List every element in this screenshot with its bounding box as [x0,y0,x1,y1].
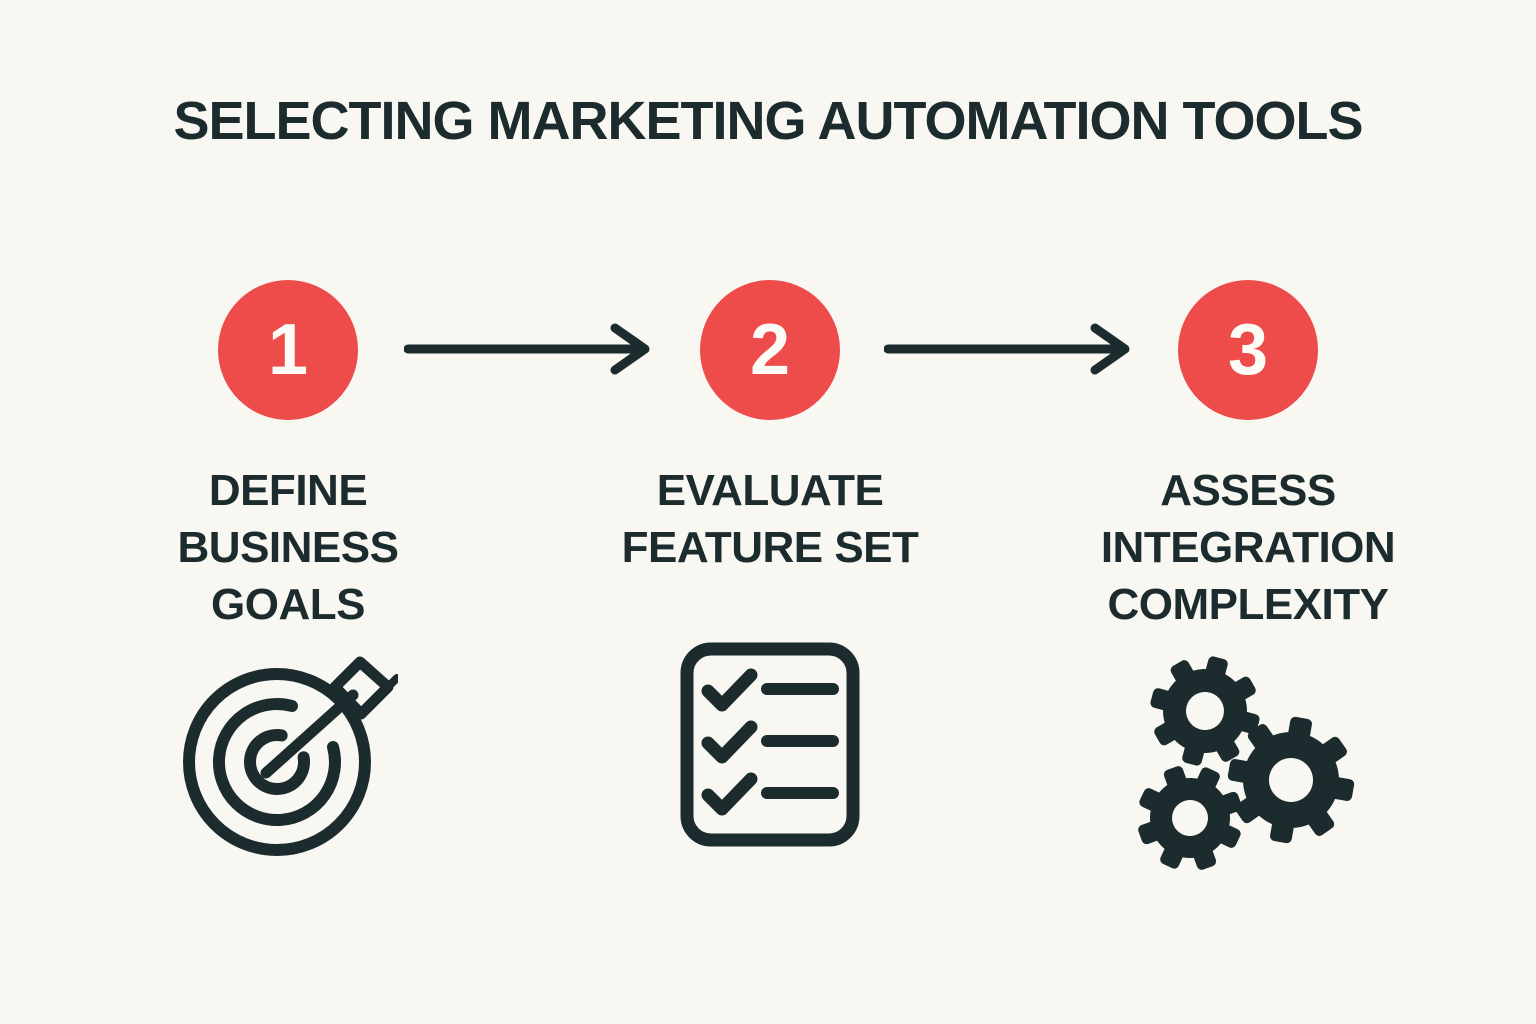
step-number: 1 [267,310,309,390]
step-2-label: EVALUATE FEATURE SET [621,466,919,572]
step-2-number-badge: 2 [700,280,840,420]
target-icon [178,649,401,874]
step-1: 1 DEFINE BUSINESS GOALS [78,280,498,874]
step-1-label: DEFINE BUSINESS GOALS [177,466,399,629]
step-1-number-badge: 1 [218,280,358,420]
flow-arrow-2-right-arrow-icon [883,319,1134,384]
step-3: 3 ASSESS INTEGRATION COMPLEXITY [1038,280,1458,878]
flow-arrow-1-right-arrow-icon [403,319,654,384]
step-number: 2 [749,310,791,390]
page-title: SELECTING MARKETING AUTOMATION TOOLS [173,91,1364,151]
step-3-label: ASSESS INTEGRATION COMPLEXITY [1100,466,1396,629]
step-3-number-badge: 3 [1178,280,1318,420]
checklist-icon [680,642,860,852]
step-2: 2 EVALUATE FEATURE SET [560,280,980,852]
step-number: 3 [1227,310,1269,390]
gears-icon [1138,653,1358,878]
